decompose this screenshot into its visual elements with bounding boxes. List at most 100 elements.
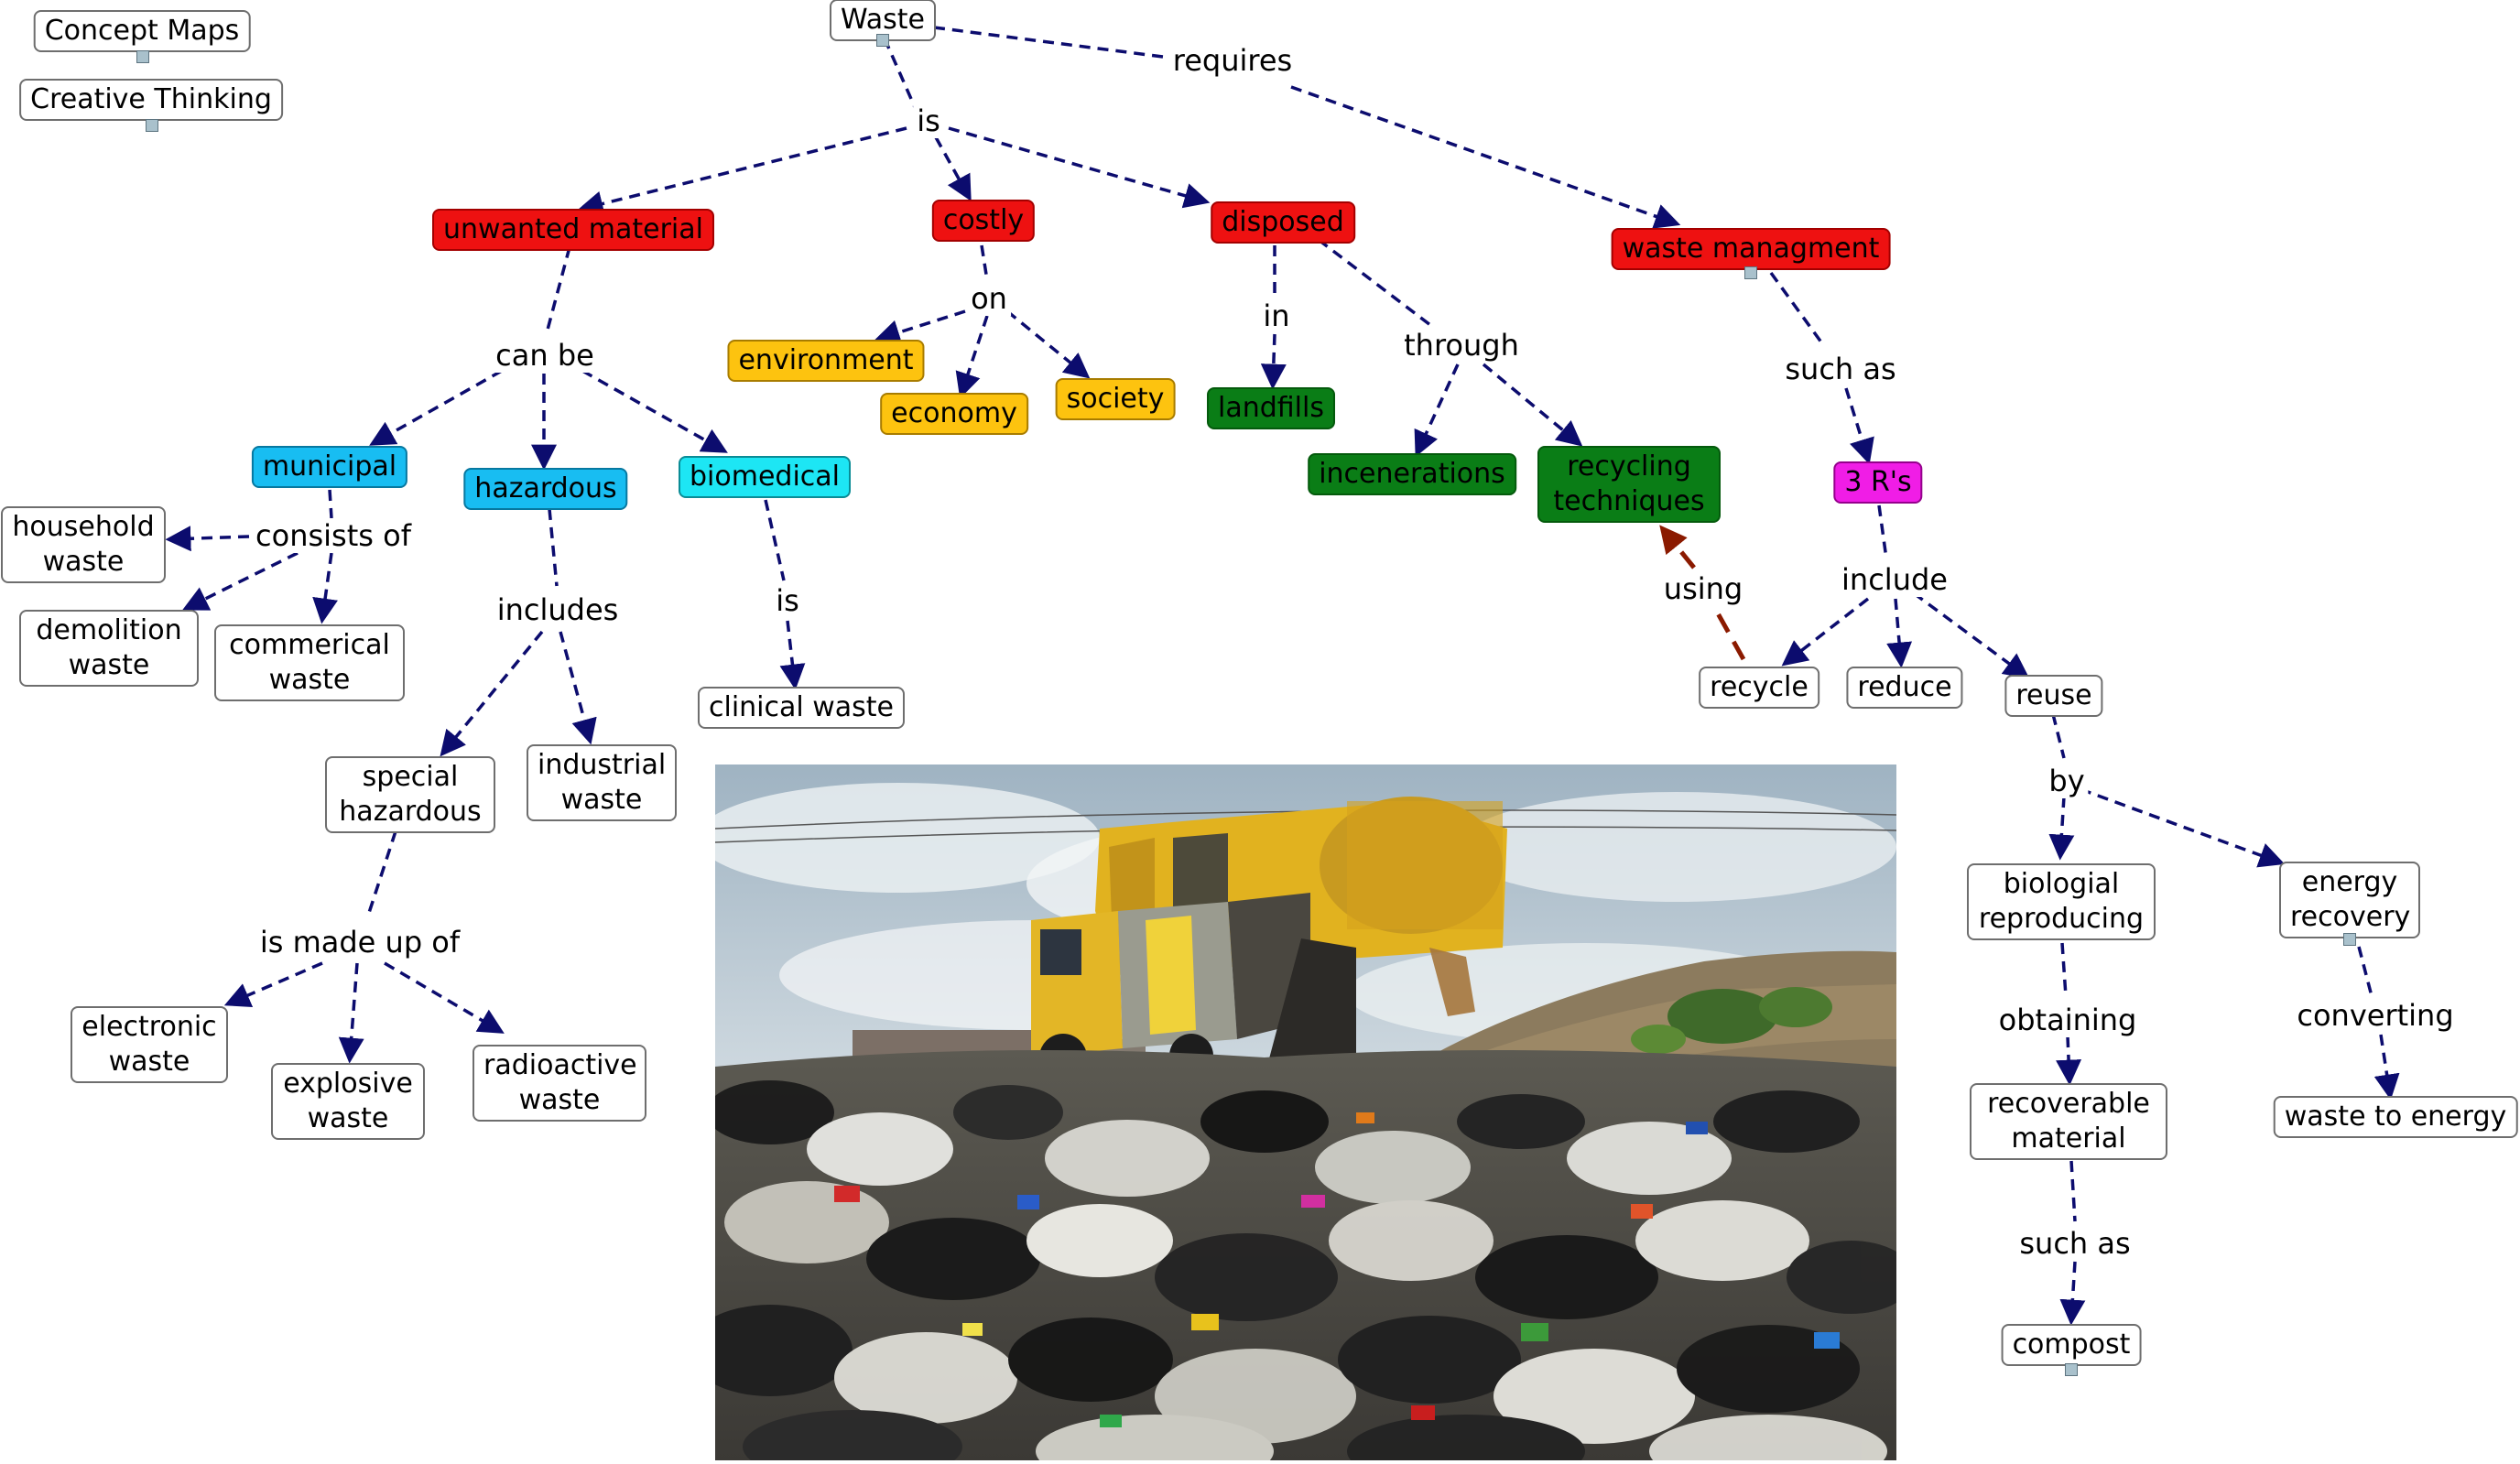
edge-special-madeupof: [366, 830, 397, 916]
society-node[interactable]: society: [1055, 378, 1176, 420]
link-is: is: [913, 103, 944, 138]
edge-is-clinical: [779, 620, 806, 690]
unwanted-material-node[interactable]: unwanted material: [432, 209, 714, 251]
link-can-be: can be: [492, 338, 598, 373]
link-using: using: [1659, 571, 1747, 606]
edge-biologial-obtaining: [2060, 942, 2068, 997]
economy-node[interactable]: economy: [880, 393, 1028, 435]
creative-thinking-node[interactable]: Creative Thinking: [19, 79, 283, 121]
edge-suchas-compost: [2059, 1261, 2086, 1326]
landfills-node[interactable]: landfills: [1207, 387, 1335, 429]
energy-recovery-link-icon[interactable]: [2343, 933, 2356, 946]
edge-suchas-3rs: [1844, 387, 1874, 465]
three-rs-node[interactable]: 3 R's: [1833, 461, 1923, 504]
edge-waste-is: [883, 38, 917, 108]
link-such-as-compost: such as: [2015, 1226, 2134, 1261]
edge-disposed-through: [1317, 238, 1436, 330]
edge-recoverable-suchas: [2069, 1160, 2077, 1222]
waste-managment-node[interactable]: waste managment: [1611, 228, 1891, 270]
edge-consistsof-household: [165, 526, 250, 552]
edge-on-economy: [955, 315, 989, 399]
link-is-biomedical: is: [772, 583, 803, 618]
edge-in-landfills: [1260, 333, 1287, 390]
edge-madeupof-radioactive: [384, 961, 505, 1034]
edge-converting-wastetoenergy: [2373, 1034, 2400, 1101]
link-converting: converting: [2293, 998, 2458, 1033]
link-obtaining: obtaining: [1994, 1003, 2141, 1037]
edge-consistsof-demolition: [181, 551, 299, 611]
radioactive-waste-node[interactable]: radioactive waste: [472, 1045, 646, 1122]
edge-is-disposed: [948, 126, 1211, 209]
creative-thinking-link-icon[interactable]: [146, 119, 158, 132]
concept-maps-link-icon[interactable]: [136, 50, 149, 63]
edge-obtaining-recoverable: [2056, 1036, 2082, 1086]
edge-recycle-using: [1715, 612, 1746, 661]
special-hazardous-node[interactable]: special hazardous: [325, 756, 495, 833]
edge-by-energy: [2080, 787, 2286, 868]
compost-link-icon[interactable]: [2065, 1363, 2078, 1376]
reuse-node[interactable]: reuse: [2004, 675, 2103, 717]
edge-waste-requires: [933, 26, 1164, 59]
costly-node[interactable]: costly: [931, 200, 1036, 242]
edge-by-biologial: [2048, 796, 2075, 861]
demolition-waste-node[interactable]: demolition waste: [19, 610, 199, 687]
explosive-waste-node[interactable]: explosive waste: [271, 1063, 425, 1140]
reduce-node[interactable]: reduce: [1846, 667, 1963, 709]
link-includes: includes: [493, 592, 623, 627]
edge-consistsof-commerical: [312, 552, 338, 624]
concept-maps-node[interactable]: Concept Maps: [33, 10, 251, 52]
link-consists-of: consists of: [252, 518, 415, 553]
recycle-node[interactable]: recycle: [1699, 667, 1819, 709]
biologial-reproducing-node[interactable]: biologial reproducing: [1967, 863, 2156, 940]
commerical-waste-node[interactable]: commerical waste: [214, 624, 405, 701]
edge-canbe-municipal: [369, 369, 503, 446]
environment-node[interactable]: environment: [727, 340, 925, 382]
edge-3rs-include: [1877, 504, 1888, 559]
edge-on-environment: [874, 309, 966, 345]
edge-using-recycling: [1659, 525, 1696, 569]
edge-include-recycle: [1781, 597, 1870, 667]
edge-madeupof-explosive: [338, 962, 364, 1064]
energy-recovery-node[interactable]: energy recovery: [2279, 862, 2420, 938]
edge-on-society: [1005, 309, 1091, 379]
recycling-techniques-node[interactable]: recycling techniques: [1537, 446, 1721, 523]
disposed-node[interactable]: disposed: [1211, 201, 1355, 244]
biomedical-node[interactable]: biomedical: [678, 456, 852, 498]
landfill-illustration: [715, 765, 1896, 1460]
municipal-node[interactable]: municipal: [251, 446, 408, 488]
link-include: include: [1838, 562, 1951, 597]
edge-canbe-biomedical: [581, 369, 728, 453]
household-waste-node[interactable]: household waste: [1, 506, 166, 583]
link-is-made-up-of: is made up of: [255, 925, 464, 960]
clinical-waste-node[interactable]: clinical waste: [697, 687, 906, 729]
edge-includes-special: [440, 630, 544, 757]
link-such-as: such as: [1781, 352, 1900, 386]
link-by: by: [2045, 764, 2089, 798]
hazardous-node[interactable]: hazardous: [463, 468, 628, 510]
compost-node[interactable]: compost: [2001, 1324, 2142, 1366]
electronic-waste-node[interactable]: electronic waste: [71, 1006, 228, 1083]
edge-include-reuse: [1912, 591, 2030, 679]
edge-through-incenerations: [1414, 363, 1460, 458]
edge-requires-wastemanagment: [1290, 85, 1681, 229]
waste-to-energy-node[interactable]: waste to energy: [2273, 1096, 2518, 1138]
edge-through-recycling: [1482, 363, 1583, 447]
recoverable-material-node[interactable]: recoverable material: [1970, 1083, 2167, 1160]
edge-hazardous-includes: [548, 508, 559, 587]
edge-energy-converting: [2357, 946, 2373, 997]
link-through: through: [1400, 328, 1523, 363]
industrial-waste-node[interactable]: industrial waste: [527, 744, 677, 821]
edge-reuse-by: [2051, 713, 2066, 759]
edge-wastemanagment-suchas: [1769, 271, 1826, 348]
edge-madeupof-electronic: [223, 961, 323, 1007]
link-in: in: [1259, 298, 1294, 333]
edge-biomedical-is: [764, 499, 786, 581]
waste-managment-link-icon[interactable]: [1744, 266, 1757, 279]
incenerations-node[interactable]: incenerations: [1308, 453, 1516, 495]
edge-costly-on: [980, 244, 989, 281]
link-requires: requires: [1168, 43, 1297, 78]
waste-link-icon[interactable]: [876, 34, 889, 47]
landfill-photo: [715, 765, 1896, 1460]
